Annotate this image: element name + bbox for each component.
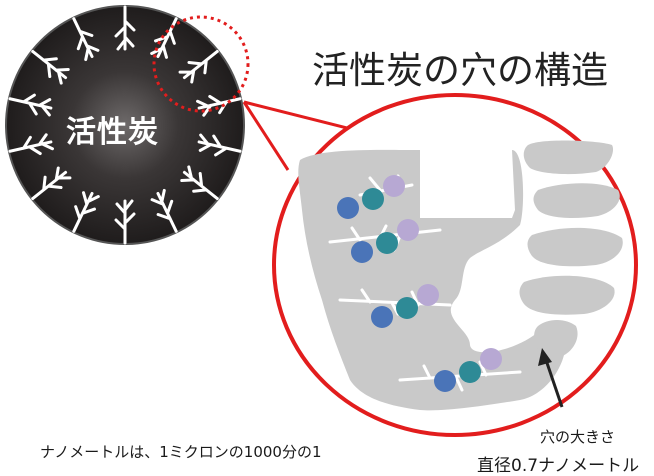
nanometer-note: ナノメートルは、1ミクロンの1000分の1: [40, 443, 322, 461]
molecule: [459, 361, 481, 383]
pore-diameter-label: 直径0.7ナノメートル: [477, 456, 640, 476]
pore-branch: [72, 17, 100, 62]
pore-branch: [8, 133, 54, 156]
molecule: [351, 241, 373, 263]
adsorbed-molecules: [337, 175, 502, 392]
pore-structure: [298, 140, 623, 411]
molecule: [417, 284, 439, 306]
molecule: [337, 197, 359, 219]
pore-branch: [8, 93, 53, 117]
molecule: [371, 306, 393, 328]
diagram-title: 活性炭の穴の構造: [312, 49, 608, 92]
pore-branch: [114, 5, 136, 51]
pore-branch: [197, 133, 242, 157]
pore-branch: [180, 165, 219, 201]
pore-branch: [31, 49, 70, 85]
molecule: [397, 219, 419, 241]
molecule: [376, 232, 398, 254]
pore-branch: [150, 188, 178, 233]
pore-branch: [114, 199, 136, 245]
carbon-particle: [5, 5, 245, 245]
pore-size-label: 穴の大きさ: [540, 428, 616, 446]
molecule: [396, 297, 418, 319]
molecule: [362, 188, 384, 210]
pore-branch: [72, 191, 100, 233]
pore-branches: [8, 5, 242, 245]
carbon-core-label: 活性炭: [66, 115, 159, 150]
magnify-indicator-circle: [152, 15, 250, 113]
molecule: [480, 348, 502, 370]
pore-branch: [196, 94, 242, 117]
pore-branch: [31, 166, 72, 201]
zoom-connector: [242, 100, 356, 171]
molecule: [434, 370, 456, 392]
pore-branch: [150, 17, 178, 59]
pore-branch: [178, 49, 219, 84]
pore-size-arrow: [538, 348, 564, 408]
molecule: [383, 175, 405, 197]
